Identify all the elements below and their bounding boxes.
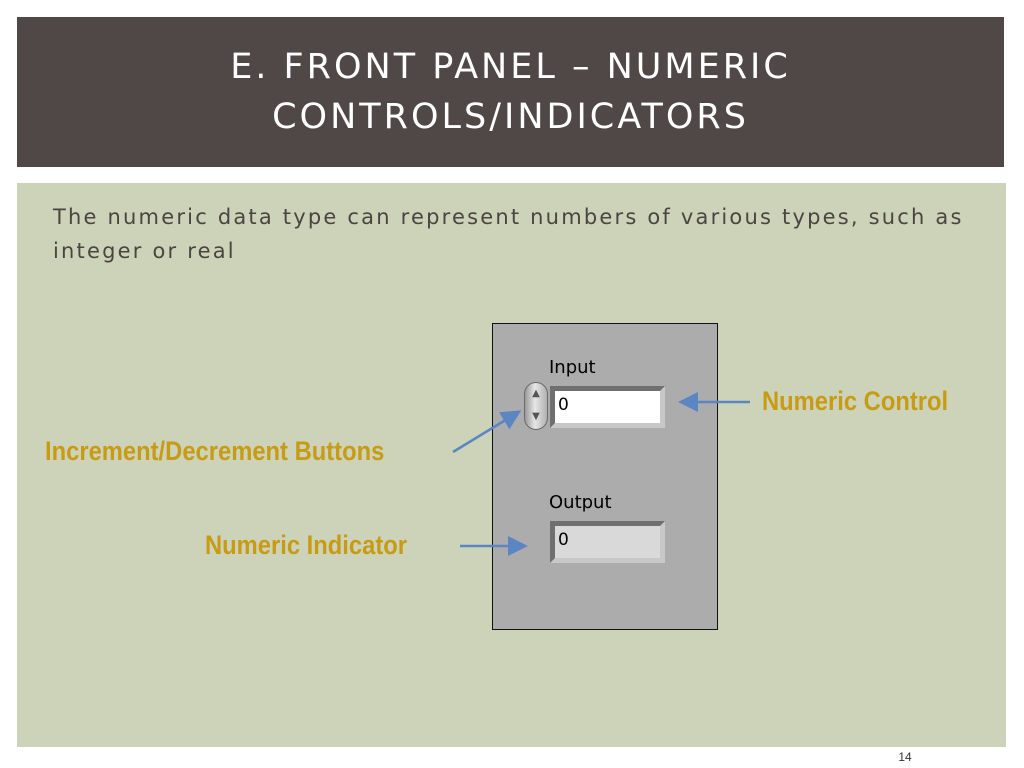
slide-title-line-2: CONTROLS/INDICATORS: [272, 97, 749, 137]
title-bar: E. FRONT PANEL – NUMERIC CONTROLS/INDICA…: [17, 17, 1004, 167]
body-text: The numeric data type can represent numb…: [53, 205, 964, 263]
decrement-arrow-icon[interactable]: ▼: [532, 411, 540, 422]
front-panel-figure: Input ▲ ▼ 0 Output 0: [492, 323, 718, 630]
increment-decrement-callout: Increment/Decrement Buttons: [45, 436, 385, 466]
output-label: Output: [549, 492, 612, 513]
numeric-indicator-callout: Numeric Indicator: [205, 530, 408, 560]
input-label: Input: [549, 357, 596, 378]
numeric-control-input[interactable]: 0: [550, 386, 665, 428]
page-number: 14: [898, 750, 912, 764]
numeric-control-callout: Numeric Control: [762, 386, 949, 416]
content-area: The numeric data type can represent numb…: [17, 183, 1006, 747]
increment-arrow-icon[interactable]: ▲: [532, 388, 540, 399]
increment-decrement-icon[interactable]: ▲ ▼: [524, 382, 548, 430]
numeric-indicator-output: 0: [550, 521, 665, 563]
slide-title-line-1: E. FRONT PANEL – NUMERIC: [230, 47, 791, 87]
